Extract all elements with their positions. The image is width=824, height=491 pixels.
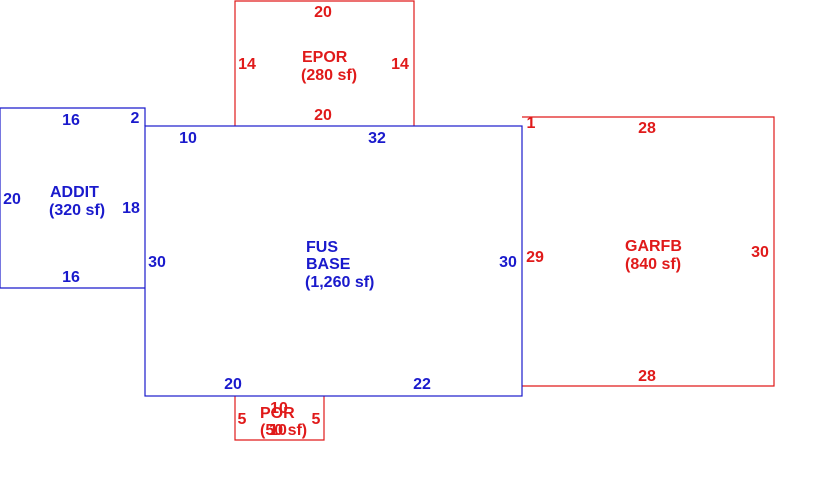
garfb-dim-left: 29 [526,249,544,266]
epor-dim-left: 14 [238,56,256,73]
base-label-line2: BASE [306,256,351,273]
epor-outline [234,0,415,126]
por-dim-right: 5 [312,411,321,428]
garfb-dim-top: 28 [638,120,656,137]
base-dim-bottom-right: 22 [413,376,431,393]
garfb-dim-corner: 1 [527,115,536,132]
base-dim-top-left: 10 [179,130,197,147]
por-label: POR [260,405,295,422]
garfb-label: GARFB [625,238,682,255]
epor-area: 20 14 14 20 EPOR (280 sf) [234,0,415,126]
addit-dim-right: 18 [122,200,140,217]
epor-label: EPOR [302,49,348,66]
addit-outline [0,107,146,289]
por-dim-bottom: 10 [269,422,287,439]
por-area: 10 5 5 10 POR (50 sf) [234,396,325,441]
base-dim-left: 30 [148,254,166,271]
epor-area-size: (280 sf) [301,67,357,84]
epor-dim-right: 14 [391,56,409,73]
epor-dim-bottom: 20 [314,107,332,124]
addit-dim-top-right: 2 [131,110,140,127]
garfb-area: 1 28 29 30 28 GARFB (840 sf) [522,115,775,387]
garfb-area-size: (840 sf) [625,256,681,273]
garfb-dim-bottom: 28 [638,368,656,385]
epor-dim-top: 20 [314,4,332,21]
addit-label: ADDIT [50,184,99,201]
base-dim-top-right: 32 [368,130,386,147]
addit-dim-left: 20 [3,191,21,208]
base-label-line1: FUS [306,239,338,256]
por-area-size: (50 sf) [260,422,307,439]
base-area-size: (1,260 sf) [305,274,374,291]
base-dim-bottom-left: 20 [224,376,242,393]
por-dim-top: 10 [270,400,288,417]
base-outline [144,125,523,397]
addit-dim-bottom: 16 [62,269,80,286]
addit-area: 16 2 20 18 16 ADDIT (320 sf) [0,107,146,289]
garfb-dim-right: 30 [751,244,769,261]
base-dim-right: 30 [499,254,517,271]
addit-dim-top: 16 [62,112,80,129]
garfb-outline [522,116,775,387]
por-dim-left: 5 [238,411,247,428]
addit-area-size: (320 sf) [49,202,105,219]
base-area: 10 32 30 30 20 22 FUS BASE (1,260 sf) [144,125,523,397]
por-outline [234,396,325,441]
